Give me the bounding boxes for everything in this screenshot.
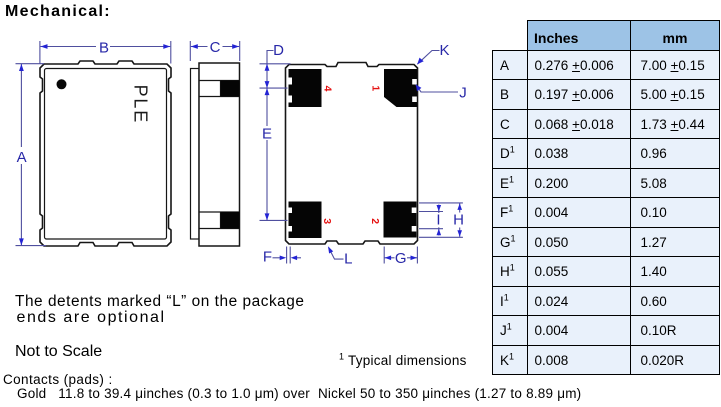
svg-text:A: A xyxy=(17,149,27,166)
svg-text:J: J xyxy=(459,85,467,102)
svg-text:2: 2 xyxy=(369,218,381,224)
svg-text:4: 4 xyxy=(321,86,333,92)
svg-text:D: D xyxy=(273,42,284,59)
svg-text:F: F xyxy=(263,249,272,266)
svg-text:E: E xyxy=(262,126,272,143)
svg-text:C: C xyxy=(210,39,221,56)
svg-text:G: G xyxy=(395,250,407,267)
svg-text:L: L xyxy=(344,250,352,267)
svg-text:K: K xyxy=(439,42,449,59)
svg-text:1: 1 xyxy=(370,85,382,91)
svg-text:3: 3 xyxy=(321,218,333,224)
svg-text:PLE: PLE xyxy=(131,85,151,124)
svg-text:H: H xyxy=(453,212,464,229)
svg-text:B: B xyxy=(99,40,109,57)
svg-text:I: I xyxy=(436,212,440,229)
